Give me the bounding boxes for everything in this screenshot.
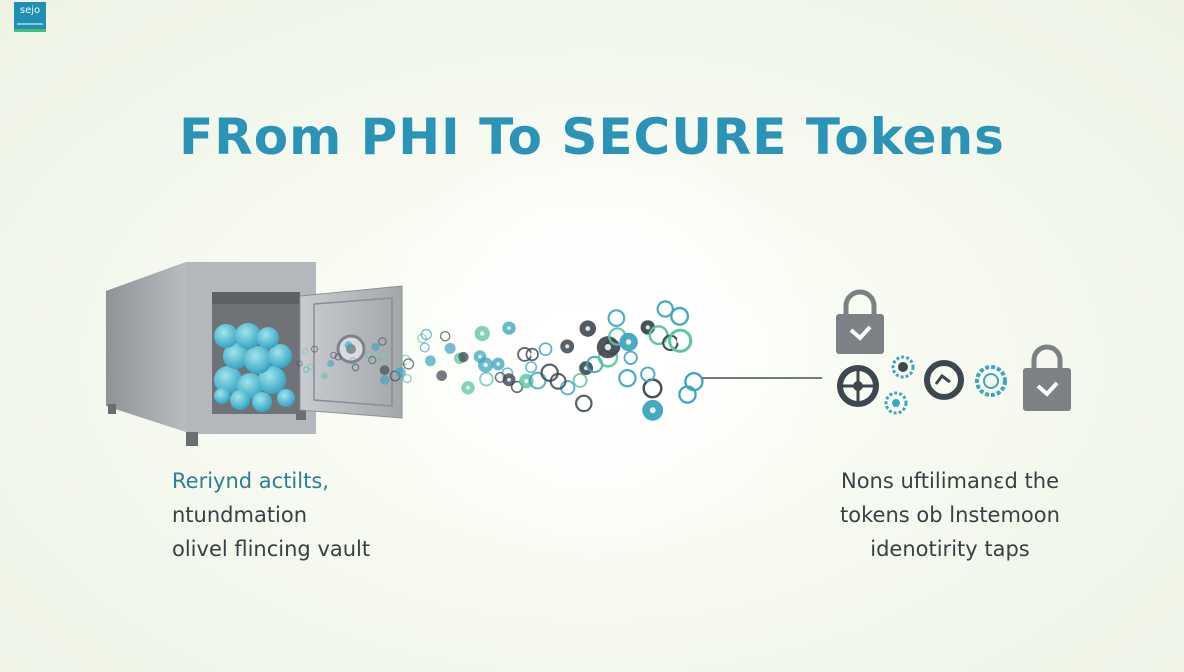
token-icon xyxy=(678,385,697,404)
token-icon xyxy=(402,374,412,384)
token-icon xyxy=(377,350,388,361)
token-icon xyxy=(302,348,309,355)
token-icon xyxy=(656,300,674,318)
token-icon xyxy=(648,325,669,346)
token-icon xyxy=(307,363,314,370)
token-icon xyxy=(379,375,390,385)
right-caption-line-2: tokens ob lnstemoon xyxy=(840,503,1060,527)
token-icon xyxy=(458,351,469,363)
token-icon xyxy=(351,363,360,372)
token-icon xyxy=(474,325,490,342)
token-icon xyxy=(640,366,656,382)
right-caption-line-3: idenotirity taps xyxy=(870,537,1030,561)
token-icon xyxy=(502,321,516,335)
token-icon xyxy=(296,360,303,367)
token-icon xyxy=(330,351,338,359)
token-icon xyxy=(461,381,475,395)
token-icon xyxy=(525,361,538,374)
token-icon xyxy=(378,337,387,346)
token-icon xyxy=(436,370,448,382)
secure-tokens-cluster xyxy=(836,289,1071,415)
gear-token-icon xyxy=(975,365,1007,397)
token-icon xyxy=(525,347,539,362)
token-icon xyxy=(334,353,342,361)
left-caption: Reriynd actilts, ntundmation olivel flin… xyxy=(172,464,370,566)
data-coins-pile xyxy=(214,323,295,412)
padlock-check-icon xyxy=(1023,344,1071,411)
padlock-check-icon xyxy=(836,289,884,354)
left-caption-line-1: Reriynd actilts, xyxy=(172,469,329,493)
token-icon xyxy=(549,372,567,390)
page-title: FRom PHI To SECURE Tokens xyxy=(179,108,1005,166)
token-icon xyxy=(417,333,428,344)
token-icon xyxy=(572,372,588,388)
token-icon xyxy=(491,357,505,371)
token-icon xyxy=(400,354,411,366)
token-icon xyxy=(670,306,690,326)
token-icon xyxy=(560,339,575,354)
right-caption: Nons uftilimanεd the tokens ob lnstemoon… xyxy=(800,464,1100,566)
token-icon xyxy=(368,356,377,365)
token-icon xyxy=(642,378,663,399)
token-icon xyxy=(424,355,436,367)
token-icon xyxy=(596,336,620,359)
logo-text: sejo xyxy=(19,5,41,16)
safe-vault-icon xyxy=(106,262,403,446)
token-icon xyxy=(327,360,335,367)
token-icon xyxy=(419,342,430,353)
token-icon xyxy=(540,363,559,382)
token-icon xyxy=(321,372,328,380)
token-icon xyxy=(837,365,879,407)
token-icon xyxy=(439,330,451,342)
token-icon xyxy=(668,328,693,353)
token-icon xyxy=(502,373,516,387)
left-caption-line-2: ntundmation xyxy=(172,503,308,527)
token-icon xyxy=(395,366,406,378)
token-icon xyxy=(623,350,638,365)
brand-logo: sejo xyxy=(14,2,46,32)
token-icon xyxy=(402,358,415,370)
token-icon xyxy=(371,343,380,351)
gear-token-icon xyxy=(884,391,908,415)
gear-token-icon xyxy=(891,355,915,379)
token-icon xyxy=(579,320,597,337)
token-icon xyxy=(444,342,456,354)
right-caption-line-1: Nons uftilimanεd the xyxy=(840,469,1059,493)
token-icon xyxy=(607,309,626,328)
token-icon xyxy=(642,399,664,421)
token-icon xyxy=(344,341,353,350)
token-icon xyxy=(311,345,318,353)
token-icon xyxy=(420,328,432,341)
token-stream xyxy=(296,300,704,421)
token-icon xyxy=(619,332,638,352)
token-icon xyxy=(379,365,390,376)
token-icon xyxy=(618,368,637,388)
left-caption-line-3: olivel flincing vault xyxy=(172,537,371,561)
token-icon xyxy=(477,357,494,373)
token-icon xyxy=(538,342,553,357)
token-icon xyxy=(349,357,357,365)
token-icon xyxy=(574,394,593,413)
token-icon xyxy=(479,371,494,387)
token-icon xyxy=(924,360,964,400)
token-icon xyxy=(640,320,656,335)
logo-underline xyxy=(17,23,43,25)
token-icon xyxy=(473,350,487,363)
